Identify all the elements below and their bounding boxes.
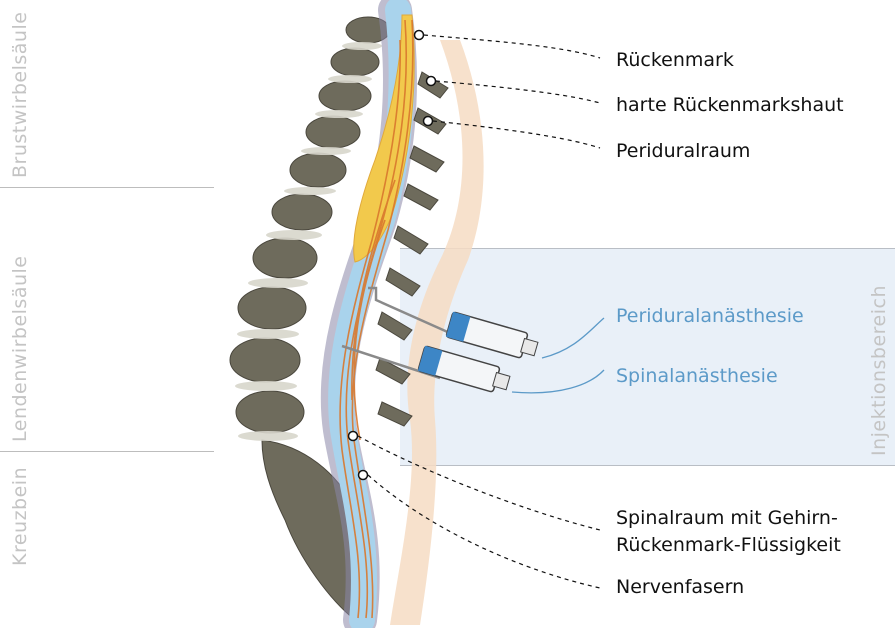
label-spinal-cord: Rückenmark <box>616 48 734 73</box>
label-epidural-space: Periduralraum <box>616 139 750 164</box>
label-spinal-space-line2: Rückenmark-Flüssigkeit <box>616 533 841 558</box>
label-dura: harte Rückenmarkshaut <box>616 93 844 118</box>
anesthesia-leaders <box>512 318 604 393</box>
syringe-epidural <box>446 312 538 358</box>
label-spinal-space-line1: Spinalraum mit Gehirn- <box>616 506 838 531</box>
label-epidural-anesthesia: Periduralanästhesie <box>616 304 804 329</box>
label-nerve-fibers: Nervenfasern <box>616 575 744 600</box>
label-spinal-anesthesia: Spinalanästhesie <box>616 364 778 389</box>
